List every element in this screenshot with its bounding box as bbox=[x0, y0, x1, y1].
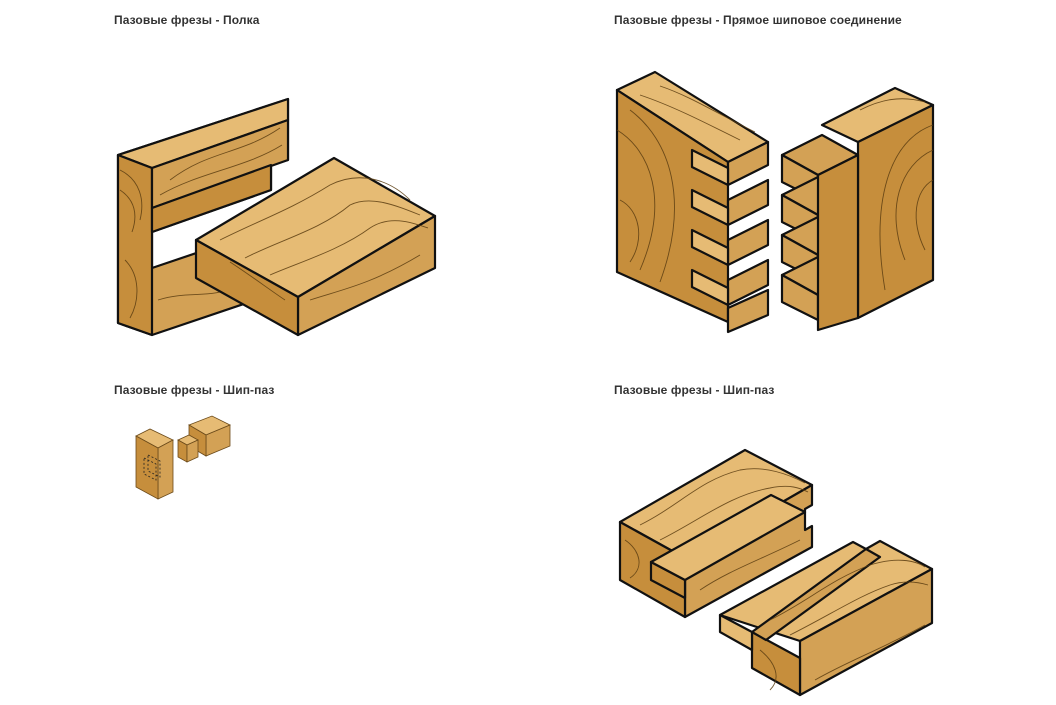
caption-finger-joint: Пазовые фрезы - Прямое шиповое соединени… bbox=[614, 13, 902, 27]
shelf-board bbox=[194, 156, 437, 337]
caption-shelf: Пазовые фрезы - Полка bbox=[114, 13, 260, 27]
grooved-board bbox=[618, 448, 814, 619]
tongue-board bbox=[718, 539, 934, 697]
finger-right-block bbox=[780, 86, 935, 332]
tenon-rail bbox=[177, 415, 231, 463]
finger-left-block bbox=[615, 70, 770, 334]
mortise-post bbox=[135, 428, 174, 500]
shelf-upright-board bbox=[116, 97, 302, 337]
caption-mortise-tenon-large: Пазовые фрезы - Шип-паз bbox=[614, 383, 775, 397]
caption-mortise-tenon-small: Пазовые фрезы - Шип-паз bbox=[114, 383, 275, 397]
